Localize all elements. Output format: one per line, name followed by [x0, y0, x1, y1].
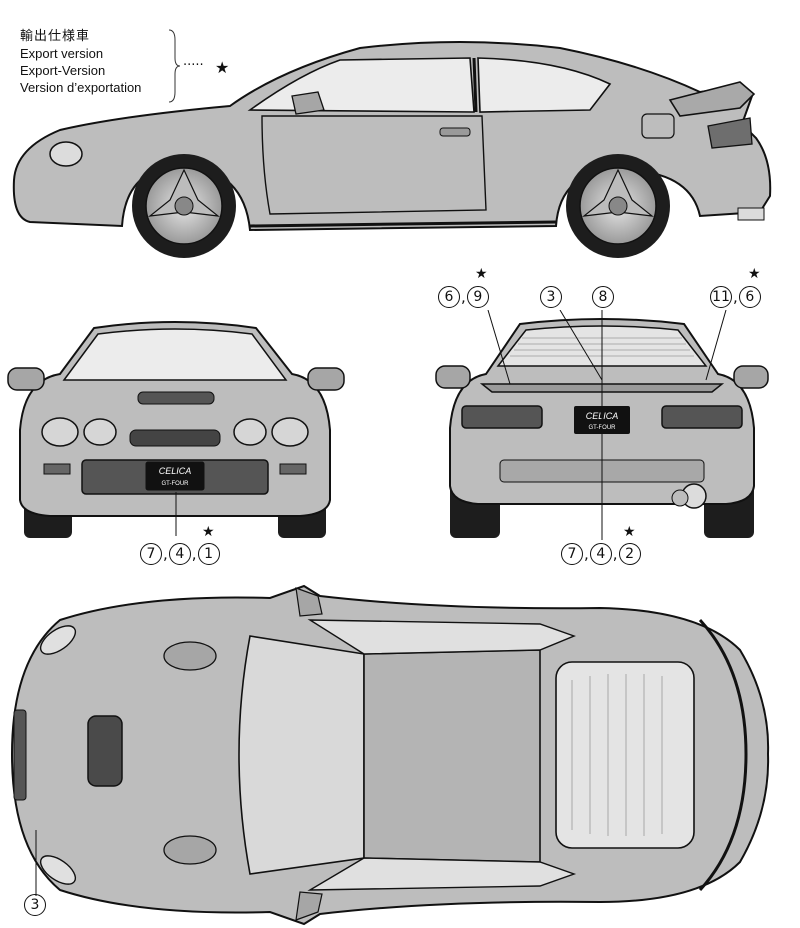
front-view-drawing: CELICA GT-FOUR	[7, 321, 345, 538]
export-version-legend: 輸出仕様車 Export version Export-Version Vers…	[20, 28, 141, 96]
callout-part-4-rear: 4	[589, 543, 612, 565]
callout-rear-left: 6,9	[438, 286, 489, 308]
front-headlights	[41, 417, 309, 447]
callout-part-7-front: 7	[140, 543, 162, 565]
callout-front-bottom-star: ★	[202, 524, 215, 540]
callout-rear-bottom-star: ★	[623, 524, 636, 540]
legend-leader: ·····	[183, 58, 204, 73]
top-roof	[363, 649, 541, 863]
callout-part-1: 1	[197, 543, 220, 565]
callout-part-9: 9	[466, 286, 489, 308]
callout-part-6: 6	[438, 286, 460, 308]
callout-rear-right: 11,6	[710, 286, 761, 308]
front-license-plate	[145, 461, 205, 491]
callout-rear-left-star: ★	[475, 266, 488, 282]
side-headlight	[49, 141, 83, 167]
front-plate-line2: GT-FOUR	[162, 481, 190, 487]
callout-rear-center-right: 8	[592, 286, 614, 308]
top-windshield	[238, 635, 365, 875]
rear-view-drawing: CELICA GT-FOUR	[435, 310, 769, 540]
callout-part-4-front: 4	[168, 543, 191, 565]
legend-english: Export version	[20, 46, 104, 61]
callout-top-bottom: 3	[24, 894, 46, 916]
top-rear-window	[555, 661, 695, 849]
callout-part-8: 8	[592, 286, 614, 308]
legend-brace	[168, 29, 181, 103]
callout-rear-right-star: ★	[748, 266, 761, 282]
callout-front-bottom: 7,4,1	[140, 543, 220, 565]
side-view-drawing	[12, 41, 772, 258]
legend-german: Export-Version	[20, 63, 106, 78]
callout-rear-bottom: 7,4,2	[561, 543, 641, 565]
door-outline	[261, 115, 487, 215]
callout-part-11: 11	[710, 286, 732, 308]
hood-scoop	[87, 715, 123, 787]
callout-part-6-right: 6	[738, 286, 761, 308]
side-front-wheel	[132, 154, 236, 258]
callout-part-7-rear: 7	[561, 543, 583, 565]
side-rear-window-glass	[477, 57, 612, 113]
front-plate-line1: CELICA	[159, 466, 192, 476]
legend-japanese: 輸出仕様車	[20, 29, 91, 44]
rear-spoiler	[668, 81, 756, 117]
side-rear-wheel	[566, 154, 670, 258]
callout-rear-center-left: 3	[540, 286, 562, 308]
legend-star-marker: ★	[215, 58, 230, 77]
front-windshield	[62, 328, 288, 381]
callout-part-3-rear: 3	[540, 286, 562, 308]
top-view-drawing	[10, 584, 770, 926]
callout-part-3-top: 3	[24, 894, 46, 916]
callout-part-2: 2	[618, 543, 641, 565]
legend-french: Version d’exportation	[20, 80, 142, 95]
